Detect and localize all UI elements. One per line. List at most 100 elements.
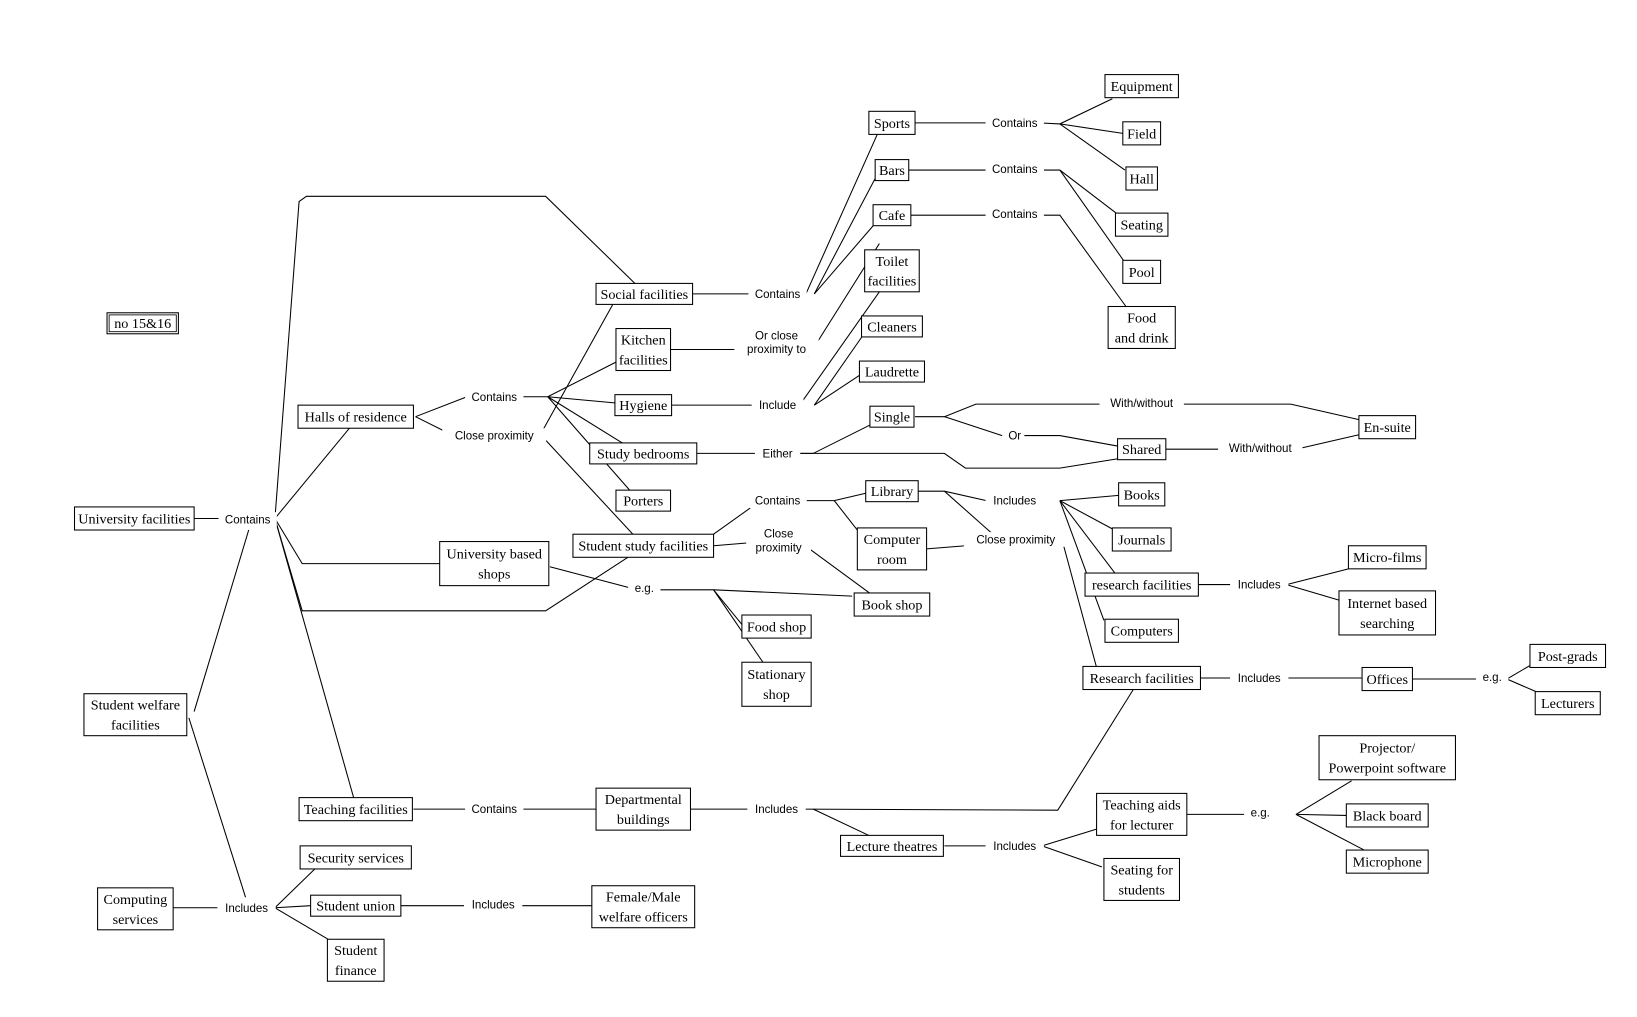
connector-label-bg xyxy=(217,900,276,916)
box-border xyxy=(1125,166,1158,191)
concept-label-line: Departmental xyxy=(605,792,682,808)
concept-label-line: finance xyxy=(335,963,377,979)
concept-label: Teaching facilities xyxy=(304,802,408,818)
concept-label: Post-grads xyxy=(1538,649,1598,665)
concept-label-line: Micro-films xyxy=(1353,550,1421,566)
concept-label: Books xyxy=(1124,487,1160,503)
concept-box-research2: Research facilities xyxy=(1082,665,1201,691)
connector-line xyxy=(805,492,866,502)
box-border xyxy=(874,159,910,182)
concept-label: Single xyxy=(874,410,910,426)
connector-line xyxy=(274,905,311,909)
concept-box-equipment: Equipment xyxy=(1104,74,1179,99)
connector-label-bg xyxy=(442,428,547,443)
concept-box-blackboard: Black board xyxy=(1345,803,1429,828)
connector-label: e.g. xyxy=(1483,672,1502,684)
concept-box-offices: Offices xyxy=(1361,666,1413,692)
page-note: no 15&16 xyxy=(106,312,179,335)
concept-label: Halls of residence xyxy=(305,410,407,426)
concept-label: Computers xyxy=(1111,624,1173,640)
concept-label-line: Lecture theatres xyxy=(847,839,938,855)
box-border xyxy=(595,787,692,831)
box-border xyxy=(1529,643,1607,669)
connector-label: Or xyxy=(1008,431,1021,443)
connector-label-line: Contains xyxy=(992,164,1038,176)
box-border xyxy=(1122,259,1162,284)
concept-box-univ: University facilities xyxy=(73,506,195,531)
connector-label-bg xyxy=(985,493,1044,508)
connector-line xyxy=(1043,214,1127,307)
concept-box-journals: Journals xyxy=(1111,527,1172,552)
concept-box-computing: Computing services xyxy=(97,887,174,931)
connector-label: Includes xyxy=(993,496,1036,508)
concept-box-microphone: Microphone xyxy=(1345,849,1429,874)
box-border xyxy=(595,282,694,305)
connector-label-line: Contains xyxy=(755,496,801,508)
box-border xyxy=(868,110,916,135)
connector-line xyxy=(1043,169,1118,215)
box-border xyxy=(1361,666,1413,692)
connector-label-bg xyxy=(1099,395,1184,411)
note-text: no 15&16 xyxy=(114,316,171,332)
box-border xyxy=(860,315,923,338)
connector-label-line: Close proximity xyxy=(455,431,534,443)
concept-label: Bars xyxy=(879,163,905,179)
concept-label: Research facilities xyxy=(1090,671,1194,687)
connector-line xyxy=(713,589,743,625)
connector-line xyxy=(549,566,630,589)
concept-label-line: Books xyxy=(1124,487,1160,503)
box-border xyxy=(741,661,812,707)
box-border xyxy=(298,797,413,822)
concept-label: En-suite xyxy=(1364,420,1411,436)
box-border xyxy=(1122,121,1162,146)
concept-label-line: services xyxy=(113,912,159,928)
concept-label-line: En-suite xyxy=(1364,420,1411,436)
connector-line xyxy=(1061,539,1098,668)
concept-label: Social facilities xyxy=(600,287,688,303)
concept-label: Hall xyxy=(1130,171,1154,187)
concept-label: Offices xyxy=(1367,672,1408,688)
concept-box-pool: Pool xyxy=(1122,259,1162,284)
connector-line xyxy=(274,427,350,519)
concept-box-laundrette: Laudrette xyxy=(858,360,926,383)
box-border xyxy=(1345,803,1429,828)
connector-label-bg xyxy=(465,801,524,817)
concept-label-line: Computing xyxy=(104,892,168,908)
connector-line xyxy=(807,547,872,595)
concept-label: Field xyxy=(1127,126,1156,142)
concept-label-line: facilities xyxy=(868,274,917,290)
connector-line xyxy=(415,396,468,418)
concept-label-line: Book shop xyxy=(861,597,922,613)
box-border xyxy=(572,533,715,558)
concept-box-cafe: Cafe xyxy=(872,204,912,227)
box-border xyxy=(297,404,414,429)
concept-label-line: and drink xyxy=(1115,330,1170,346)
connector-line xyxy=(713,507,751,535)
connector-line xyxy=(805,134,878,295)
connector-line xyxy=(188,717,247,898)
box-border xyxy=(1103,857,1181,901)
connector-label-line: proximity xyxy=(756,542,802,554)
connector-line xyxy=(1059,500,1117,576)
connector-line xyxy=(274,868,316,909)
concept-box-single: Single xyxy=(869,405,915,428)
box-border xyxy=(106,312,179,335)
concept-label: Microphone xyxy=(1353,855,1422,871)
connector-label: Includes xyxy=(1238,673,1281,685)
concept-label-line: Laudrette xyxy=(865,365,919,381)
concept-label: Cafe xyxy=(879,208,906,224)
connector-label-bg xyxy=(754,446,801,461)
concept-label-line: Shared xyxy=(1122,442,1161,458)
connector-label-bg xyxy=(746,525,812,556)
box-border xyxy=(615,328,672,372)
concept-box-computers: Computers xyxy=(1104,618,1179,643)
connector-label-bg xyxy=(751,397,804,413)
